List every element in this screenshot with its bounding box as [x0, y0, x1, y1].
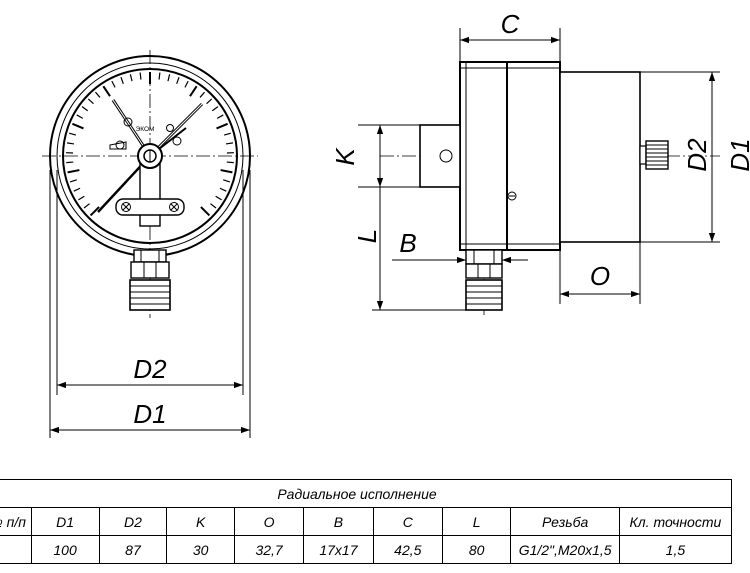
- scale-tick: [89, 206, 100, 217]
- scale-tick: [189, 85, 198, 97]
- scale-tick: [223, 179, 231, 183]
- table-header-row: № п/п D1 D2 K O B C L Резьба Кл. точност…: [0, 507, 733, 536]
- side-view: C K L B O D2 D1: [330, 9, 750, 318]
- table-cell: 1,5: [618, 535, 733, 564]
- scale-tick: [78, 195, 85, 201]
- gauge-bezel: [56, 62, 244, 250]
- side-b-label: B: [399, 228, 416, 258]
- scale-tick: [199, 91, 206, 98]
- adjustment-knob: [639, 140, 669, 170]
- table-cell: 80: [441, 535, 512, 564]
- side-k-label: K: [330, 147, 360, 166]
- scale-tick: [167, 74, 171, 82]
- mounting-lug: [419, 124, 461, 188]
- side-o-label: O: [590, 261, 610, 291]
- table-cell: 32,7: [233, 535, 305, 564]
- scale-tick: [210, 203, 217, 209]
- header-cell: O: [233, 507, 305, 536]
- scale-tick: [139, 72, 142, 80]
- front-fitting: [129, 249, 171, 311]
- scale-tick: [129, 74, 133, 82]
- scale-tick: [81, 106, 89, 112]
- header-cell: Резьба: [510, 507, 620, 536]
- scale-tick: [206, 98, 213, 105]
- case-screw: [507, 191, 517, 201]
- side-c-label: C: [501, 9, 520, 39]
- scale-tick: [67, 169, 80, 174]
- front-d2-label: D2: [133, 354, 167, 384]
- side-rear-cover: [559, 71, 641, 243]
- scale-tick: [216, 114, 224, 119]
- front-view: ЭКОМ: [42, 50, 258, 438]
- scale-tick: [68, 132, 77, 136]
- dial-scale-ticks: [66, 72, 234, 217]
- header-cell: C: [372, 507, 443, 536]
- brand-label: ЭКОМ: [136, 126, 155, 133]
- table-cell: 100: [30, 535, 100, 564]
- header-cell: D2: [98, 507, 168, 536]
- header-cell: K: [166, 507, 235, 536]
- header-cell: L: [441, 507, 512, 536]
- scale-tick: [69, 179, 77, 183]
- table-cell: G1/2",M20x1,5: [510, 535, 620, 564]
- scale-tick: [216, 122, 228, 130]
- scale-tick: [226, 161, 234, 164]
- side-case-body: [459, 61, 561, 251]
- scale-tick: [76, 114, 84, 119]
- side-l-label: L: [352, 229, 382, 243]
- side-d1-label: D1: [725, 138, 750, 171]
- scale-tick: [94, 91, 101, 98]
- scale-tick: [83, 203, 90, 209]
- gauge-dial: [62, 68, 238, 244]
- scale-tick: [219, 187, 227, 192]
- scale-tick: [176, 76, 180, 84]
- table-cell: 30: [166, 535, 235, 564]
- scale-tick: [111, 80, 116, 88]
- table-cell: 42,5: [372, 535, 443, 564]
- table-title: Радиальное исполнение: [0, 479, 732, 508]
- table-cell: [0, 535, 32, 564]
- technical-drawing: ЭКОМ: [42, 9, 750, 438]
- table-cell: 17x17: [303, 535, 374, 564]
- header-cell: D1: [30, 507, 100, 536]
- scale-tick: [211, 106, 219, 112]
- header-cell: Кл. точности: [618, 507, 733, 536]
- contact-mechanism: [115, 143, 185, 227]
- scale-tick: [223, 132, 232, 136]
- scale-tick: [220, 169, 233, 174]
- scale-tick: [102, 85, 111, 97]
- scale-tick: [66, 142, 75, 145]
- side-fitting: [465, 249, 503, 311]
- header-cell: B: [303, 507, 374, 536]
- scale-tick: [120, 76, 124, 84]
- scale-tick: [87, 98, 94, 105]
- front-d1-label: D1: [133, 399, 166, 429]
- table-row: 100 87 30 32,7 17x17 42,5 80 G1/2",M20x1…: [0, 535, 733, 564]
- specifications-table: Радиальное исполнение № п/п D1 D2 K O B …: [0, 479, 733, 564]
- scale-tick: [215, 195, 222, 201]
- scale-tick: [200, 206, 211, 217]
- scale-tick: [158, 72, 161, 80]
- scale-tick: [66, 161, 74, 164]
- header-cell: № п/п: [0, 507, 32, 536]
- side-d2-label: D2: [682, 138, 712, 172]
- table-cell: 87: [98, 535, 168, 564]
- scale-tick: [225, 142, 234, 145]
- scale-tick: [184, 80, 189, 88]
- scale-tick: [73, 187, 81, 192]
- scale-tick: [72, 122, 84, 130]
